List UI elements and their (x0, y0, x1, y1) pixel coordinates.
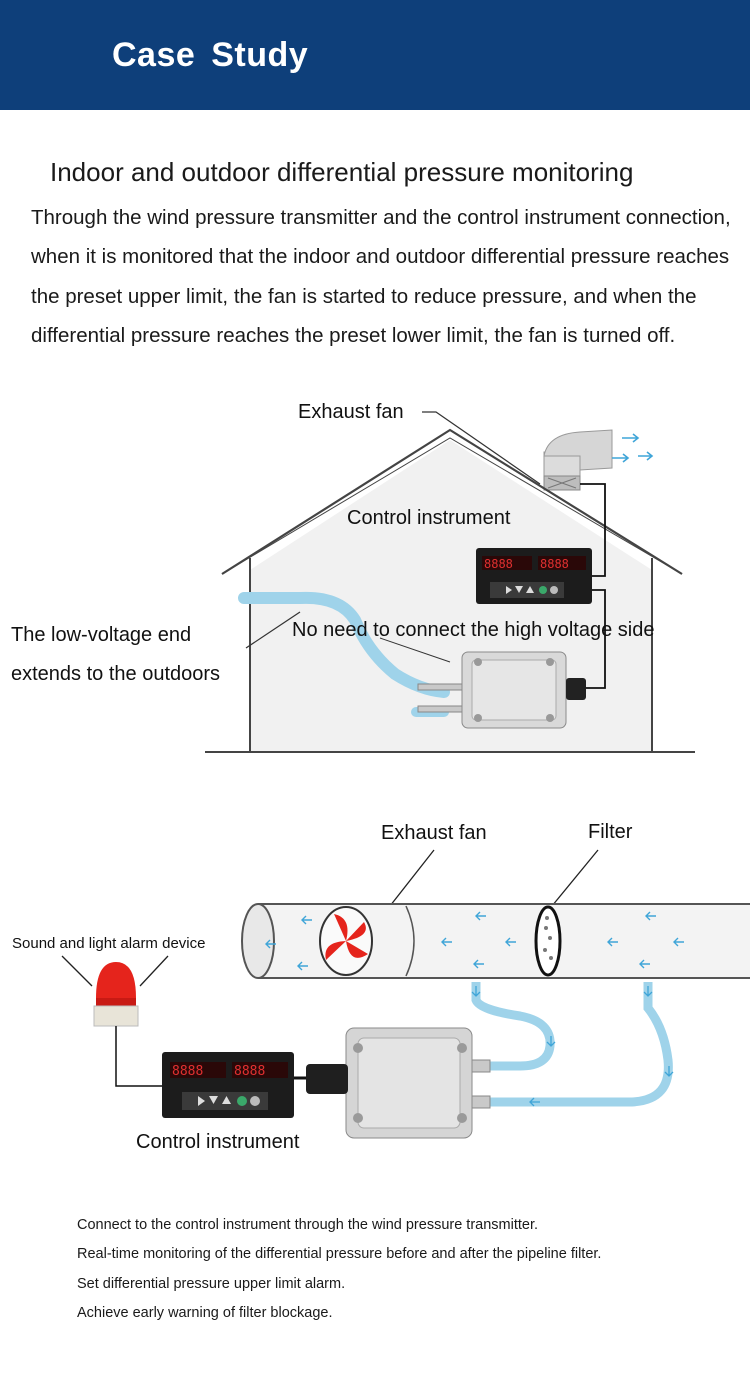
exhaust-fan-leader (422, 411, 541, 485)
section-title: Indoor and outdoor differential pressure… (50, 157, 634, 187)
low-voltage-label-line2: extends to the outdoors (11, 663, 220, 685)
control-instrument-pipe: 8888 8888 (162, 1052, 294, 1118)
house-diagram: Exhaust fan Control instrument 8888 8888… (11, 401, 695, 753)
filter-label: Filter (588, 821, 633, 843)
pipeline-diagram: Exhaust fan Filter (12, 821, 750, 1153)
filter-leader (551, 849, 599, 907)
pressure-transmitter-house (417, 651, 586, 729)
pipeline (241, 903, 750, 979)
filter-element-icon (534, 905, 562, 977)
note-item: Real-time monitoring of the differential… (77, 1246, 602, 1263)
pipe-flow-arrows (265, 911, 684, 971)
pressure-tube-downstream (486, 982, 673, 1107)
control-instrument-house: 8888 8888 (476, 548, 592, 604)
exhaust-fan-leader-pipe (389, 849, 435, 907)
house-outline (205, 428, 695, 753)
note-item: Achieve early warning of filter blockage… (77, 1304, 333, 1321)
exhaust-fan-label-pipe: Exhaust fan (381, 822, 487, 844)
pipe-display-digits-left: 8888 (172, 1064, 203, 1079)
no-high-voltage-leader (379, 637, 451, 663)
pipe-display-digits-right: 8888 (234, 1064, 265, 1079)
note-item: Set differential pressure upper limit al… (77, 1275, 346, 1292)
control-instrument-label: Control instrument (347, 507, 511, 529)
tube-flow-arrows (471, 986, 674, 1107)
fan-wire (580, 483, 606, 577)
no-high-voltage-label: No need to connect the high voltage side (292, 619, 654, 641)
pressure-tube-upstream (471, 982, 555, 1071)
airflow-arrows (612, 433, 654, 463)
section-description: Through the wind pressure transmitter an… (31, 206, 731, 347)
transmitter-wire (582, 589, 606, 689)
alarm-device-label: Sound and light alarm device (12, 935, 205, 952)
alarm-wire (115, 1026, 162, 1087)
note-item: Connect to the control instrument throug… (77, 1217, 539, 1233)
display-digits-right: 8888 (540, 557, 569, 571)
alarm-leader-left (61, 955, 93, 987)
low-voltage-leader (245, 611, 301, 649)
alarm-beacon-icon (93, 962, 139, 1027)
alarm-leader-right (139, 955, 169, 987)
header-banner: Case Study (0, 0, 750, 110)
header-title: Case Study (112, 36, 309, 74)
low-voltage-label-line1: The low-voltage end (11, 624, 191, 646)
display-digits-left: 8888 (484, 557, 513, 571)
exhaust-fan-label: Exhaust fan (298, 401, 404, 423)
low-voltage-tube (238, 591, 450, 698)
pressure-transmitter-pipe (306, 1027, 491, 1139)
exhaust-fan-icon (319, 906, 373, 976)
control-instrument-label-pipe: Control instrument (136, 1131, 300, 1153)
notes-list: Connect to the control instrument throug… (77, 1211, 737, 1328)
exhaust-duct (543, 429, 613, 491)
